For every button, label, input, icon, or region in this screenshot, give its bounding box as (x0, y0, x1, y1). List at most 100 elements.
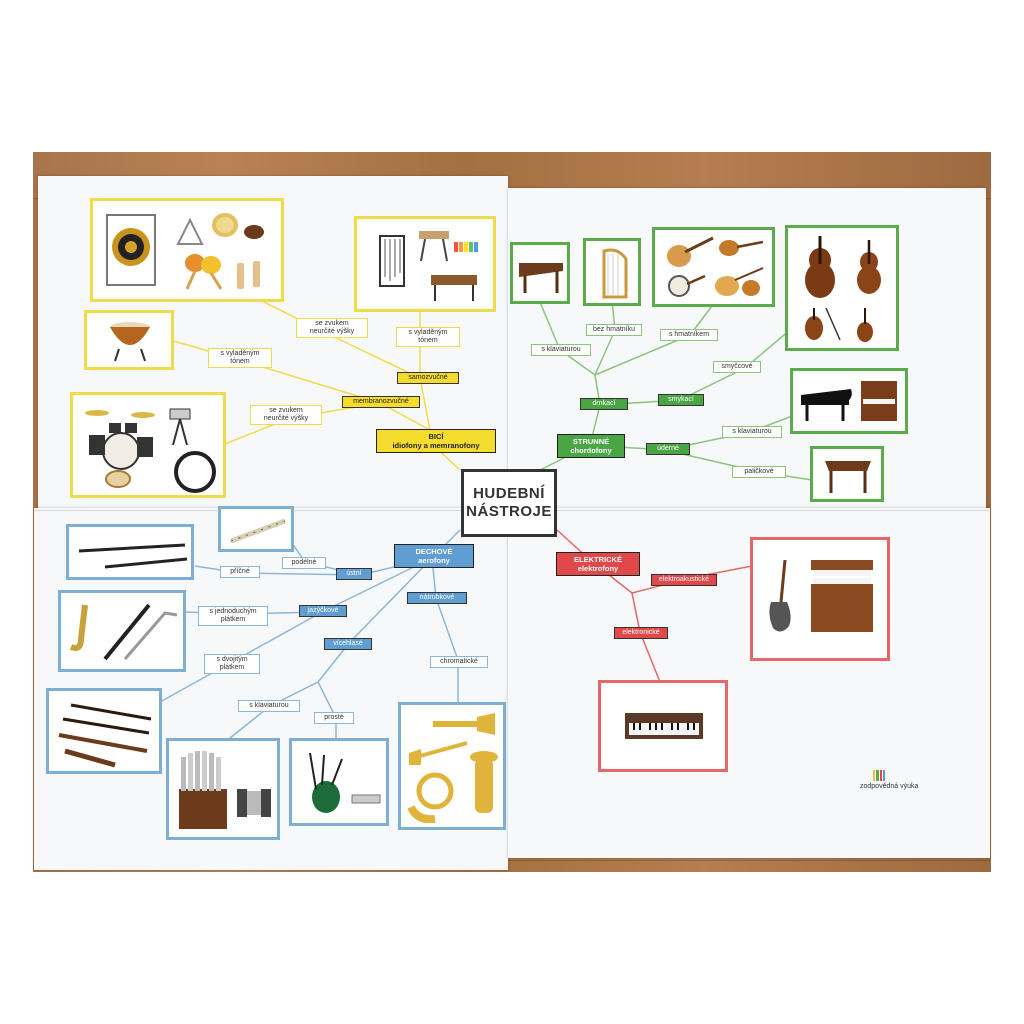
bowed-strings-box (785, 225, 899, 351)
plucked-fretted-box (652, 227, 775, 307)
trombone-icon (408, 741, 468, 765)
keyboard-wind-box (166, 738, 280, 840)
harmonica-icon (351, 794, 381, 804)
organ-icon (179, 751, 227, 829)
tuba-icon (470, 751, 498, 813)
main-title-line2: NÁSTROJE (466, 503, 552, 520)
harpsichord-icon (519, 263, 563, 293)
idiophones-undefined-pitch-box (90, 198, 284, 302)
oboe-icon (58, 703, 152, 768)
category-elektronicke: elektronické (614, 627, 668, 639)
table-plank-line (33, 860, 991, 861)
bass-drum-icon (174, 451, 216, 493)
single-reed-box (58, 590, 186, 672)
snare-drum-icon (169, 408, 191, 446)
triangle-icon (176, 217, 204, 245)
label-transverse: příčné (220, 566, 260, 578)
category-smykaci: smykací (658, 394, 704, 406)
flute-icon (78, 543, 188, 569)
timpani-icon (110, 322, 150, 362)
brand-name: zodpovědná výuka (860, 783, 919, 790)
simple-wind-box (289, 738, 389, 826)
electric-guitar-icon (769, 559, 791, 632)
label-without-fingerboard: bez hmatníku (586, 324, 642, 336)
recorder-icon (230, 518, 286, 544)
category-membranozvucne: membranozvučné (342, 396, 420, 408)
harp-icon (602, 248, 628, 299)
upright-piano-icon (861, 381, 897, 421)
keyboard-strings-box (790, 368, 908, 434)
category-ustni: ústní (336, 568, 372, 580)
membranophones-undefined-pitch-box (70, 392, 226, 498)
idiophones-tuned-box (354, 216, 496, 312)
category-elektroakusticke: elektroakustické (651, 574, 717, 586)
bagpipes-icon (309, 752, 343, 813)
category-jazyckove: jazýčkové (299, 605, 347, 617)
label-mallet: paličkové (732, 466, 786, 478)
label-simple: prosté (314, 712, 354, 724)
double-bass-icon (805, 236, 835, 298)
cimbalom-box (810, 446, 884, 502)
harpsichord-box (510, 242, 570, 304)
main-title-box: HUDEBNÍ NÁSTROJE (461, 469, 557, 537)
guitar-icon (667, 236, 714, 267)
castanets-icon (244, 225, 264, 239)
marimba-icon (431, 275, 477, 301)
tambourine-small-icon (105, 470, 131, 488)
vibraphone-icon (419, 231, 449, 262)
brand-logo-icon (873, 770, 885, 781)
category-uderne: úderné (646, 443, 690, 455)
xylophone-icon (454, 242, 478, 252)
harp-box (583, 238, 641, 306)
tambourine-icon (212, 213, 238, 237)
viola-icon (805, 307, 841, 341)
accordion-icon (237, 789, 271, 817)
label-with-keyboard-struck: s klaviaturou (722, 426, 782, 438)
category-drnkaci: drnkací (580, 398, 628, 410)
drum-kit-icon (85, 410, 155, 480)
bells-icon (379, 235, 405, 287)
maracas-icon (185, 254, 223, 290)
electronic-box (598, 680, 728, 772)
cimbalom-icon (825, 461, 871, 493)
category-vicehlase: vícehlasé (324, 638, 372, 650)
label-bowed: smyčcové (713, 361, 761, 373)
brass-box (398, 702, 506, 830)
grand-piano-icon (801, 389, 852, 421)
electroacoustic-box (750, 537, 890, 661)
label-with-keyboard-plucked: s klaviaturou (531, 344, 591, 356)
label-chromatic: chromatické (430, 656, 488, 668)
banjo-icon (668, 274, 706, 297)
main-title-line1: HUDEBNÍ (473, 485, 545, 502)
recorder-box (218, 506, 294, 552)
horn-icon (407, 772, 454, 823)
label-vertical: podélné (282, 557, 326, 569)
mandolin-icon (719, 240, 764, 256)
category-samozvucne: samozvučné (397, 372, 459, 384)
double-reed-box (46, 688, 162, 774)
flutes-transverse-box (66, 524, 194, 580)
gong-icon (106, 214, 156, 286)
claves-icon (237, 261, 260, 289)
category-natrubkove: nátrubkové (407, 592, 467, 604)
label-with-fingerboard: s hmatníkem (660, 329, 718, 341)
label-with-keyboard-wind: s klaviaturou (238, 700, 300, 712)
lute-icon (715, 267, 764, 296)
synthesizer-icon (625, 713, 703, 739)
violin-icon (857, 308, 873, 342)
trumpet-icon (433, 713, 495, 735)
electric-organ-icon (811, 560, 873, 632)
timpani-box (84, 310, 174, 370)
saxophone-icon (69, 603, 178, 661)
cello-icon (857, 240, 881, 294)
